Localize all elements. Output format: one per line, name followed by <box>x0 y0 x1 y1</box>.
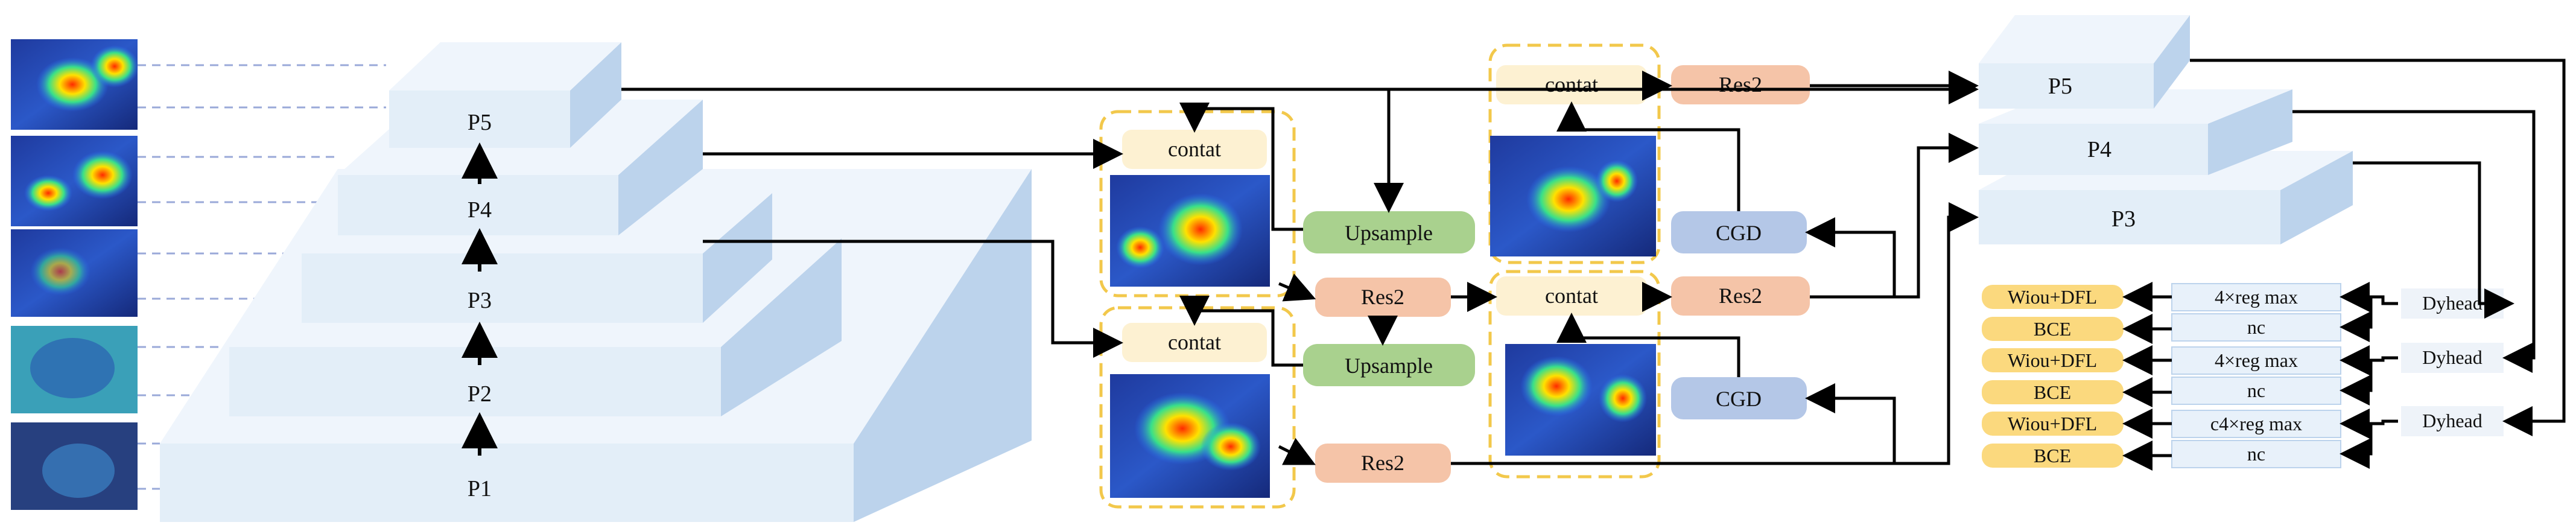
heatmap-thumbnail-icon <box>11 136 138 226</box>
heatmap-thumbnail-icon <box>11 326 138 413</box>
svg-text:Res2: Res2 <box>1719 284 1762 308</box>
pyramid-label: P5 <box>468 110 492 135</box>
svg-text:Upsample: Upsample <box>1345 221 1433 245</box>
svg-text:nc: nc <box>2247 380 2265 401</box>
heatmap-thumbnail-icon <box>11 39 139 130</box>
svg-text:Res2: Res2 <box>1719 72 1762 97</box>
svg-text:CGD: CGD <box>1716 387 1762 411</box>
svg-text:nc: nc <box>2247 443 2265 465</box>
res2-node: Res2 <box>1671 276 1810 316</box>
detection-heads: 4×reg max nc Wiou+DFL BCE Dyhead 4×reg m… <box>1982 283 2504 468</box>
svg-text:BCE: BCE <box>2034 381 2071 403</box>
cgd-node: CGD <box>1671 377 1807 419</box>
heatmap-thumbnail-icon <box>1110 175 1270 287</box>
res2-node: Res2 <box>1315 278 1451 317</box>
pyramid-label: P2 <box>468 381 492 407</box>
pyramid-level-p5 <box>389 42 621 148</box>
res2-node: Res2 <box>1671 65 1810 104</box>
head-1: 4×reg max nc Wiou+DFL BCE Dyhead <box>1982 283 2504 342</box>
svg-text:Upsample: Upsample <box>1345 354 1433 378</box>
svg-text:Wiou+DFL: Wiou+DFL <box>2008 413 2097 434</box>
heatmap-thumbnail-icon <box>1490 136 1656 256</box>
input-thumbnails <box>11 39 139 510</box>
heatmap-thumbnail-icon <box>1505 344 1656 456</box>
head-2: 4×reg max nc Wiou+DFL BCE Dyhead <box>1982 343 2504 405</box>
heatmap-thumbnail-icon <box>1110 374 1270 498</box>
res2-node: Res2 <box>1315 444 1451 483</box>
heatmap-thumbnail-icon <box>11 422 138 510</box>
svg-text:Res2: Res2 <box>1361 451 1404 475</box>
svg-text:contat: contat <box>1545 284 1598 308</box>
svg-text:Wiou+DFL: Wiou+DFL <box>2008 286 2097 308</box>
svg-text:Res2: Res2 <box>1361 285 1404 309</box>
concat-node: contat <box>1496 65 1647 104</box>
output-label: P4 <box>2087 137 2111 162</box>
concat-node: contat <box>1496 276 1647 316</box>
output-label: P3 <box>2111 206 2136 232</box>
output-label: P5 <box>2048 74 2072 99</box>
concat-node: contat <box>1122 130 1267 169</box>
upsample-node: Upsample <box>1303 344 1475 386</box>
svg-text:Wiou+DFL: Wiou+DFL <box>2008 349 2097 371</box>
heatmap-thumbnail-icon <box>11 229 138 317</box>
svg-text:CGD: CGD <box>1716 221 1762 245</box>
head-3: c4×reg max nc Wiou+DFL BCE Dyhead <box>1982 406 2504 468</box>
svg-text:BCE: BCE <box>2034 318 2071 340</box>
neck-group-bottom-left <box>1099 306 1296 509</box>
pyramid-label: P4 <box>468 197 492 223</box>
pyramid-label: P1 <box>468 476 492 501</box>
svg-text:BCE: BCE <box>2034 445 2071 466</box>
svg-text:Dyhead: Dyhead <box>2422 292 2482 314</box>
svg-text:nc: nc <box>2247 316 2265 338</box>
svg-text:contat: contat <box>1168 137 1221 161</box>
svg-text:c4×reg max: c4×reg max <box>2210 413 2302 434</box>
svg-text:Dyhead: Dyhead <box>2422 410 2482 431</box>
neck-group-bottom-right <box>1488 270 1661 479</box>
svg-text:Dyhead: Dyhead <box>2422 346 2482 368</box>
output-pyramid: P5 P4 P3 <box>1979 15 2353 244</box>
svg-text:contat: contat <box>1545 72 1598 97</box>
pyramid-label: P3 <box>468 288 492 313</box>
svg-text:contat: contat <box>1168 330 1221 354</box>
backbone-pyramid: P1 P2 P3 P4 P5 <box>160 42 1032 522</box>
concat-node: contat <box>1122 323 1267 362</box>
svg-text:4×reg max: 4×reg max <box>2215 349 2298 371</box>
upsample-node: Upsample <box>1303 211 1475 253</box>
output-level-p5 <box>1979 15 2190 109</box>
connections <box>621 59 2566 471</box>
svg-text:4×reg max: 4×reg max <box>2215 286 2298 308</box>
cgd-node: CGD <box>1671 211 1807 253</box>
